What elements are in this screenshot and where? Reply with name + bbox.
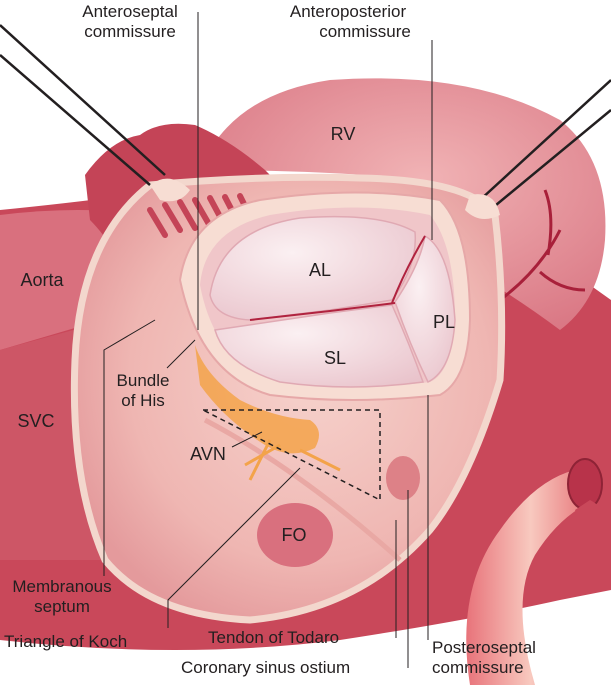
label-membranous-2: septum [34, 597, 90, 616]
label-aorta: Aorta [20, 270, 64, 290]
right-ventricle-shape [200, 78, 606, 330]
fossa-ovalis [257, 503, 333, 567]
ivc-stub [575, 500, 611, 580]
label-anteroseptal-2: commissure [84, 22, 176, 41]
pectinate-muscles [147, 193, 255, 238]
anteroseptal-hook [150, 178, 190, 202]
label-avn: AVN [190, 444, 226, 464]
label-posteroseptal-1: Posteroseptal [432, 638, 536, 657]
leader-bundle-of-his [166, 339, 196, 369]
leader-avn [231, 431, 263, 448]
coronary-sinus-ostium-shape [386, 456, 420, 500]
label-triangle-of-koch: Triangle of Koch [4, 632, 127, 651]
posterior-leaflet [394, 234, 456, 384]
inferior-vena-cava-tube [466, 470, 595, 685]
right-retractor [479, 79, 611, 211]
label-anteroseptal-1: Anteroseptal [82, 2, 177, 21]
label-anteroposterior-1: Anteroposterior [290, 2, 407, 21]
label-bundle-of-his-1: Bundle [117, 371, 170, 390]
label-posteroseptal-2: commissure [432, 658, 524, 677]
avn-extensions [244, 439, 341, 481]
label-svc: SVC [17, 411, 54, 431]
label-coronary-sinus-ostium: Coronary sinus ostium [181, 658, 350, 677]
atrioventricular-node [195, 345, 319, 454]
coaptation-lines [249, 235, 426, 321]
label-tendon-of-todaro: Tendon of Todaro [208, 628, 339, 647]
leader-membranous-septum [103, 319, 156, 576]
label-membranous-1: Membranous [12, 577, 111, 596]
tendon-of-todaro-ridge [203, 417, 402, 562]
septal-leaflet [214, 304, 425, 388]
coronary-vessel [499, 189, 586, 302]
leader-triangle-of-koch [167, 467, 301, 628]
label-rv: RV [331, 124, 356, 144]
label-anteroposterior-2: commissure [319, 22, 411, 41]
label-al: AL [309, 260, 331, 280]
label-sl: SL [324, 348, 346, 368]
label-bundle-of-his-2: of His [121, 391, 164, 410]
label-pl: PL [433, 312, 455, 332]
ivc-opening [567, 458, 603, 510]
label-fo: FO [282, 525, 307, 545]
left-retractor [0, 24, 166, 186]
anterior-leaflet [209, 215, 417, 321]
anteroposterior-hook [465, 194, 500, 219]
